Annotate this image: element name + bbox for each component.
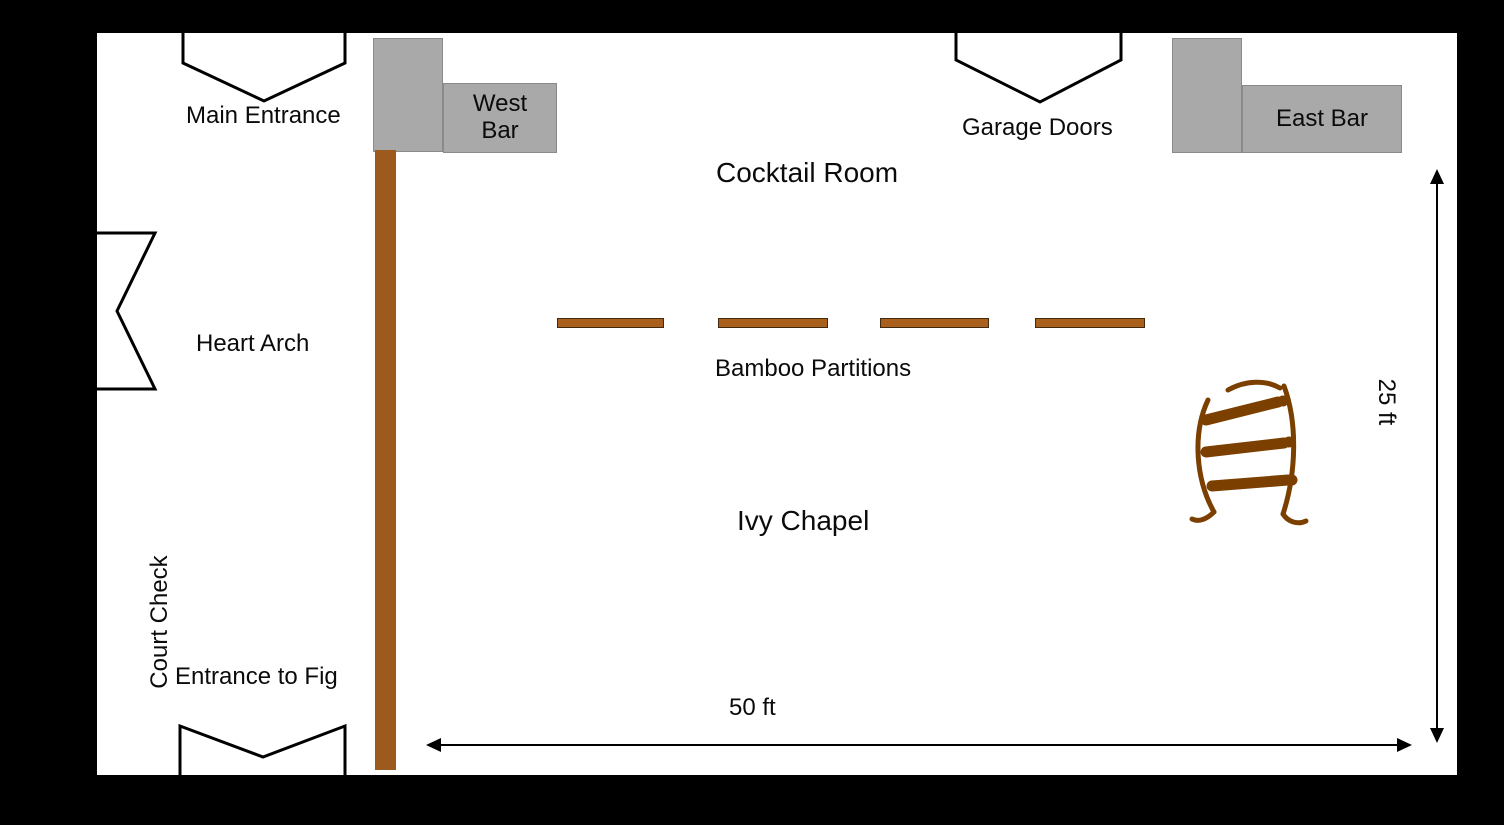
entrance-to-fig-label: Entrance to Fig [175,663,338,690]
height-dimension-label: 25 ft [1373,378,1400,426]
east-column-block [1172,38,1242,153]
west-column-block [373,38,443,152]
dividing-wall [375,150,396,770]
bamboo-partitions-label: Bamboo Partitions [715,355,912,382]
west-bar-label: West Bar [472,90,528,144]
east-bar-label: East Bar [1275,104,1369,132]
bamboo-partition-2 [718,318,828,328]
bamboo-partition-3 [880,318,989,328]
west-bar-box: West Bar [443,83,557,153]
ivy-chapel-label: Ivy Chapel [737,505,870,536]
main-entrance-label: Main Entrance [186,102,341,129]
width-dimension-label: 50 ft [729,694,776,721]
garage-doors-label: Garage Doors [962,114,1113,141]
heart-arch-label: Heart Arch [196,330,310,357]
bamboo-partition-1 [557,318,664,328]
east-bar-box: East Bar [1242,85,1402,153]
cocktail-room-label: Cocktail Room [716,157,899,188]
bamboo-partition-4 [1035,318,1145,328]
court-check-label: Court Check [146,555,173,689]
